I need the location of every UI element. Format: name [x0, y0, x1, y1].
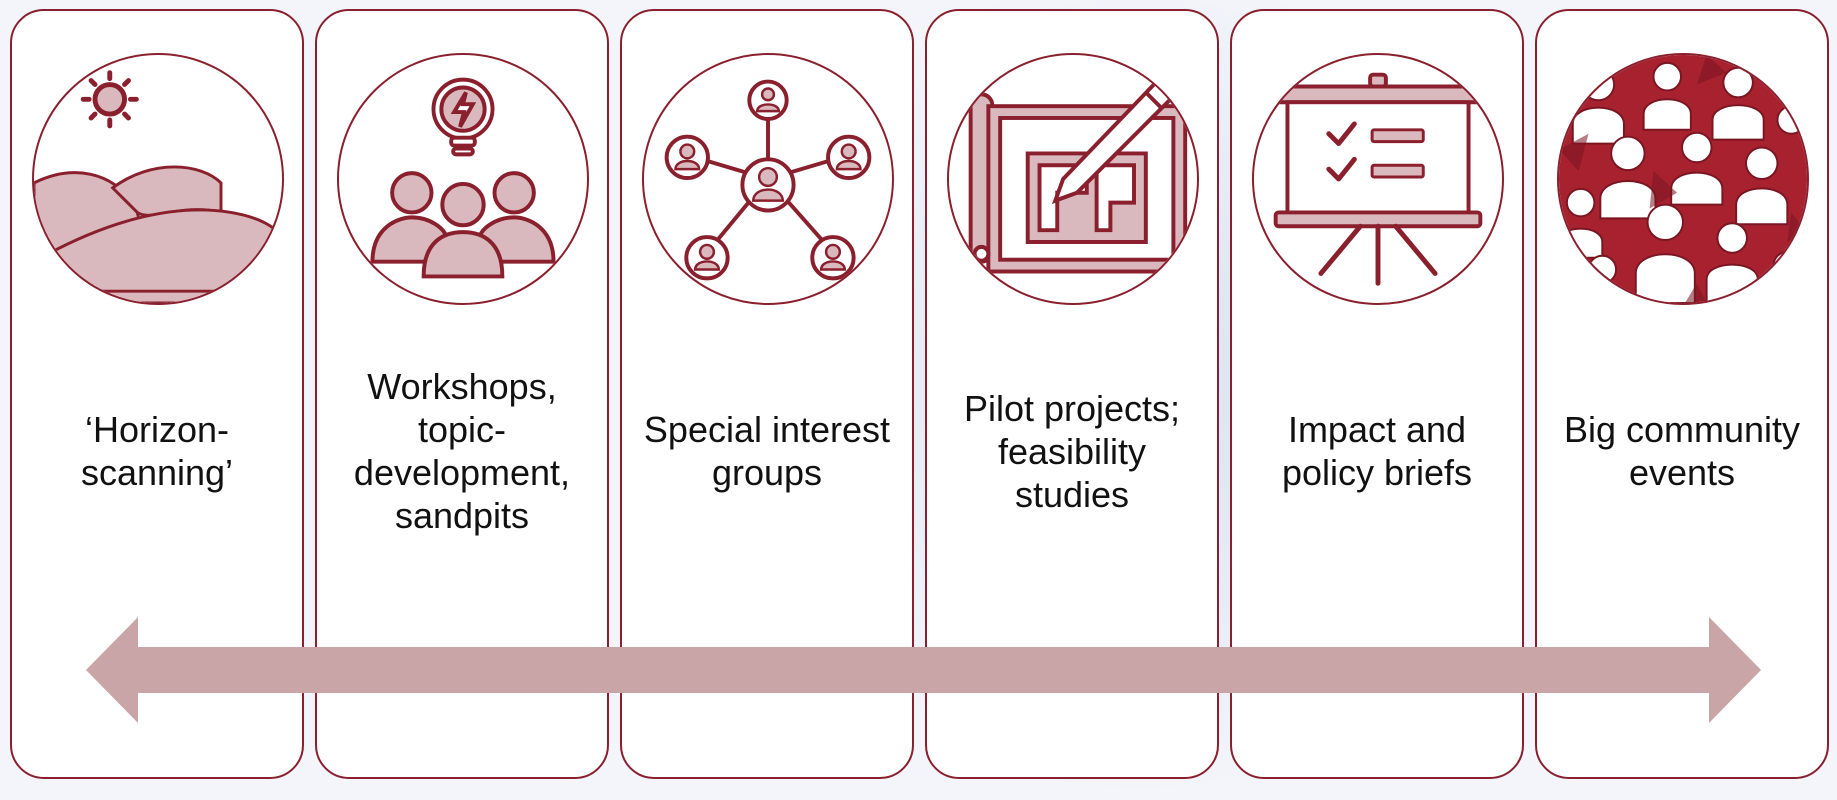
stage-label: ‘Horizon-scanning’	[80, 409, 234, 493]
crowd-icon	[1557, 53, 1809, 305]
stage-panel-sig: Special interest groups	[620, 9, 914, 779]
stage-label: Special interest groups	[643, 409, 891, 493]
sun-hills-icon	[32, 53, 284, 305]
stage-label: Big community events	[1563, 409, 1801, 493]
network-people-icon	[642, 53, 894, 305]
double-headed-arrow	[86, 617, 1761, 723]
presentation-board-icon	[1252, 53, 1504, 305]
stage-panels: ‘Horizon-scanning’ Work	[10, 9, 1829, 779]
stage-label: Pilot projects; feasibility studies	[963, 387, 1181, 515]
lightbulb-people-icon	[337, 53, 589, 305]
stage-label: Impact and policy briefs	[1281, 409, 1473, 493]
stage-panel-horizon: ‘Horizon-scanning’	[10, 9, 304, 779]
blueprint-pencil-icon	[947, 53, 1199, 305]
stage-label: Workshops, topic-development, sandpits	[353, 366, 571, 536]
